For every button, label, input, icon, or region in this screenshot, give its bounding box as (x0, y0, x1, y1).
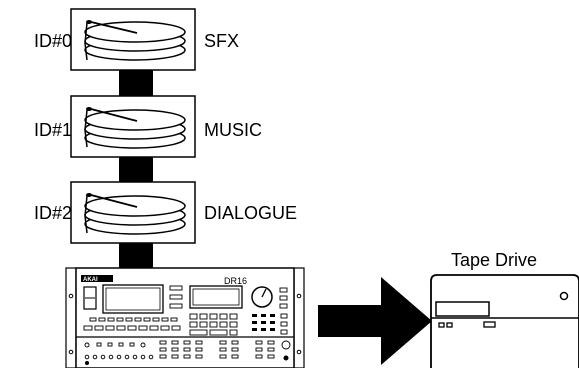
data-flow-arrow-icon (318, 277, 432, 365)
drive-0-id-label: ID#0 (34, 31, 73, 51)
drive-2-name-label: DIALOGUE (204, 203, 298, 223)
drive-2-id-label: ID#2 (34, 203, 73, 223)
model-label: DR16 (224, 276, 247, 286)
drive-1-name-label: MUSIC (204, 120, 262, 140)
hard-drive-1-icon (70, 95, 196, 158)
scsi-cable-0-1 (119, 69, 153, 97)
brand-logo: AKAI (83, 277, 98, 283)
tape-drive-label: Tape Drive (451, 250, 538, 270)
tape-drive-icon (430, 274, 579, 368)
drive-0-name-label: SFX (204, 31, 240, 51)
sampler-unit-icon: AKAI DR16 (65, 267, 305, 368)
scsi-cable-1-2 (119, 156, 153, 183)
hard-drive-2-icon (70, 181, 196, 244)
hard-drive-0-icon (70, 8, 196, 71)
scsi-cable-2-sampler (119, 242, 153, 269)
drive-1-id-label: ID#1 (34, 120, 73, 140)
